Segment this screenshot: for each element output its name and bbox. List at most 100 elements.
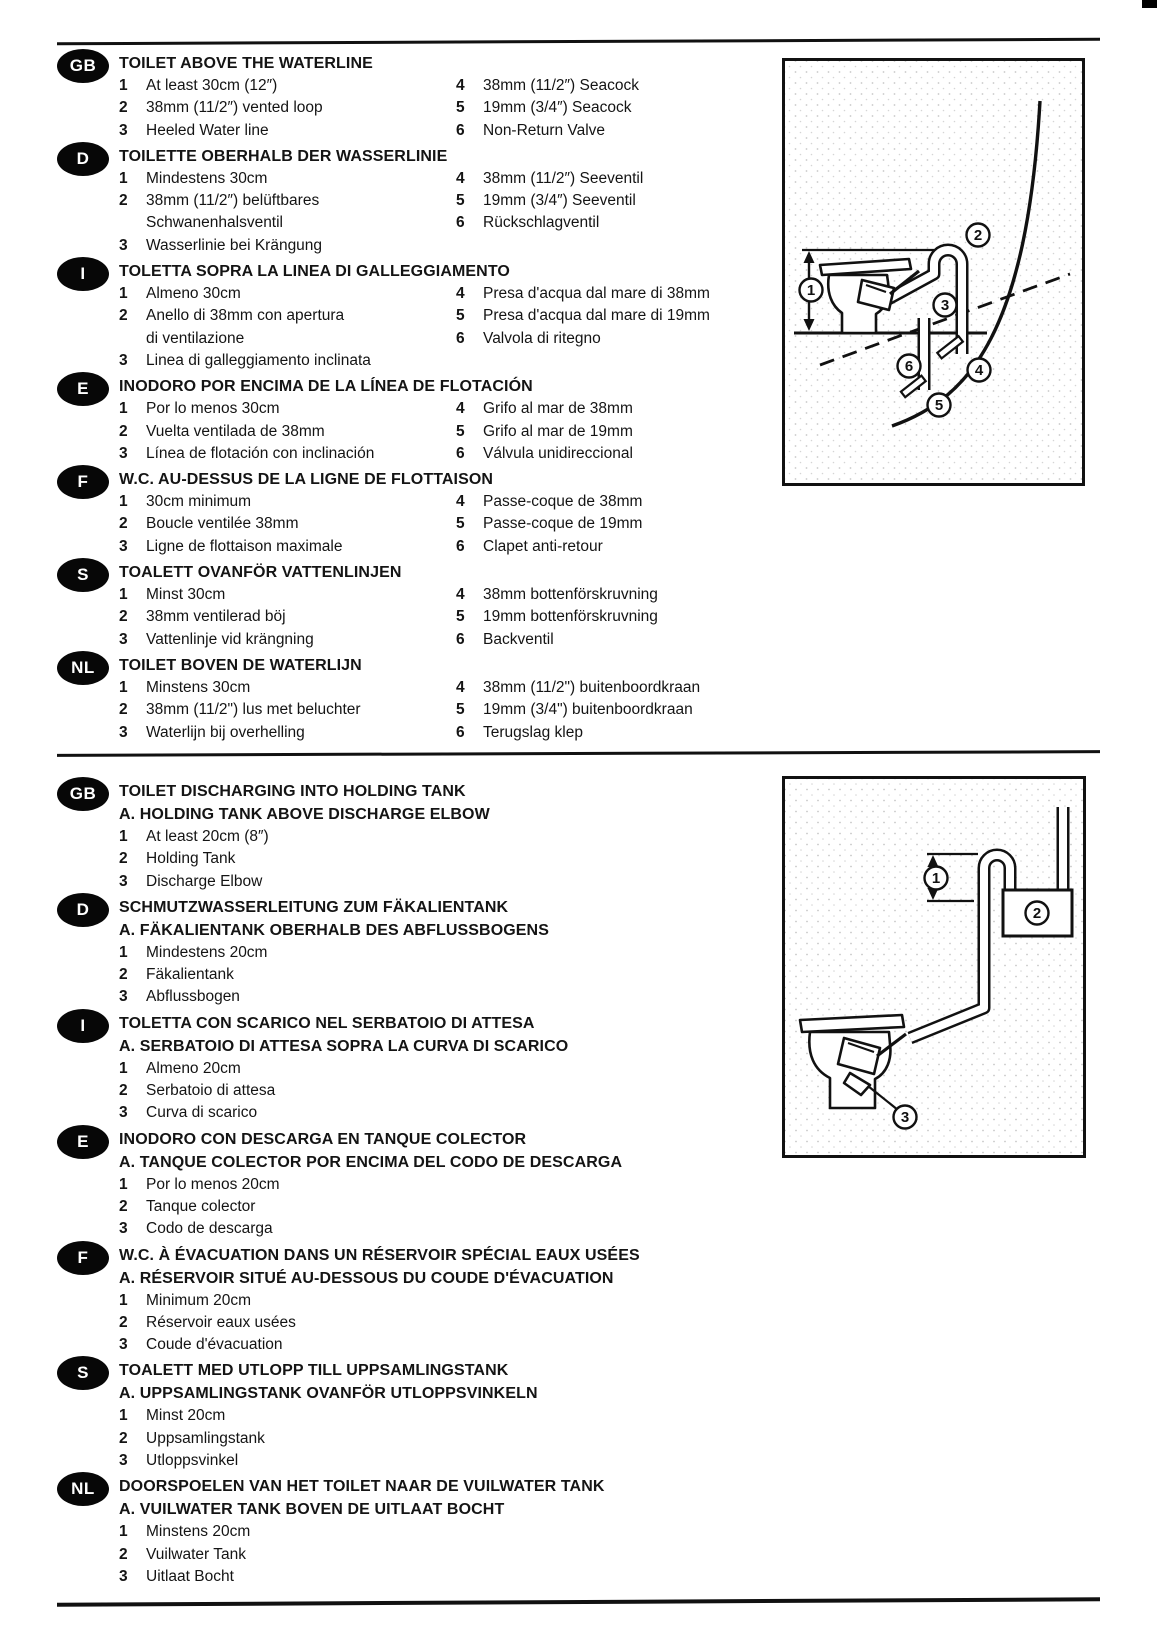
item-text: 38mm (11/2") buitenboordkraan	[483, 678, 701, 696]
item-number: 3	[119, 1336, 128, 1354]
svg-text:1: 1	[932, 870, 940, 887]
item-number: 3	[119, 872, 128, 890]
item-number: 6	[456, 214, 465, 232]
item-text: Minst 20cm	[146, 1407, 226, 1425]
hull-curve	[891, 100, 1042, 428]
item-number: 2	[119, 99, 128, 117]
item-text: Passe-coque de 38mm	[483, 493, 643, 511]
diagram-toilet-above-waterline: 1 2 3 4 5 6	[782, 58, 1085, 486]
item-text: 30cm minimum	[146, 493, 252, 511]
bottom-rule	[56, 1597, 1101, 1607]
list-item: 5 Presa d'acqua dal mare di 19mm	[456, 305, 779, 327]
language-section-f: F W.C. À ÉVACUATION DANS UN RÉSERVOIR SPÉ…	[57, 1240, 779, 1357]
section-title: DOORSPOELEN VAN HET TOILET NAAR DE VUILW…	[119, 1478, 605, 1496]
item-number: 2	[119, 1545, 128, 1563]
item-number: 3	[119, 351, 128, 369]
item-number: 3	[119, 236, 128, 254]
item-number: 3	[119, 537, 128, 555]
item-text: Serbatoio di attesa	[146, 1082, 276, 1100]
item-text: At least 30cm (12″)	[146, 77, 278, 94]
item-number: 6	[456, 329, 465, 347]
section-title: TOLETTA CON SCARICO NEL SERBATOIO DI ATT…	[119, 1014, 535, 1032]
lang-badge-d: D	[57, 892, 109, 927]
section-subtitle: A. UPPSAMLINGSTANK OVANFÖR UTLOPPSVINKEL…	[119, 1385, 538, 1403]
item-number: 3	[119, 1452, 128, 1470]
lang-badge-gb: GB	[57, 49, 109, 83]
section-title: TOILET BOVEN DE WATERLIJN	[119, 656, 362, 674]
section-subtitle: A. SERBATOIO DI ATTESA SOPRA LA CURVA DI…	[119, 1037, 569, 1055]
item-number: 5	[456, 422, 465, 440]
item-text: 38mm (11/2") lus met beluchter	[146, 701, 361, 719]
item-text: Almeno 30cm	[146, 285, 241, 303]
item-text: 19mm (3/4″) Seacock	[483, 99, 632, 117]
label-circle-3: 3	[892, 1104, 918, 1130]
list-item: 1 Almeno 30cm	[119, 283, 456, 305]
lang-badge-nl: NL	[57, 650, 109, 685]
item-text: Mindestens 30cm	[146, 169, 268, 187]
label-circle-6: 6	[896, 353, 922, 379]
discharge-loop-pipe	[907, 848, 1017, 1045]
item-text: Por lo menos 20cm	[146, 1175, 280, 1193]
label-3-leader	[867, 1085, 899, 1111]
lang-badge-e: E	[57, 372, 109, 407]
item-number: 1	[119, 285, 128, 303]
section-title: TOALETT OVANFÖR VATTENLINJEN	[119, 564, 402, 582]
item-text: Presa d'acqua dal mare di 19mm	[483, 307, 710, 325]
lang-badge-gb: GB	[57, 777, 109, 811]
language-content: TOLETTA SOPRA LA LINEA DI GALLEGGIAMENTO…	[119, 260, 779, 372]
item-number: 2	[119, 192, 128, 210]
section-title: W.C. À ÉVACUATION DANS UN RÉSERVOIR SPÉC…	[119, 1246, 640, 1264]
discharge-elbow	[842, 1071, 872, 1097]
item-text: Minimum 20cm	[146, 1291, 252, 1309]
list-item: 1 At least 30cm (12″)	[119, 75, 456, 97]
lang-badge-f: F	[57, 1240, 109, 1275]
item-number: 1	[119, 77, 128, 94]
language-content: TOLETTA CON SCARICO NEL SERBATOIO DI ATT…	[119, 1012, 779, 1125]
page-corner-mark	[1142, 0, 1157, 8]
item-text: 19mm (3/4″) Seeventil	[483, 192, 636, 210]
item-number: 1	[119, 493, 128, 511]
item-number: 5	[456, 307, 465, 325]
label-circle-5: 5	[926, 392, 952, 418]
item-number: 1	[119, 828, 128, 845]
